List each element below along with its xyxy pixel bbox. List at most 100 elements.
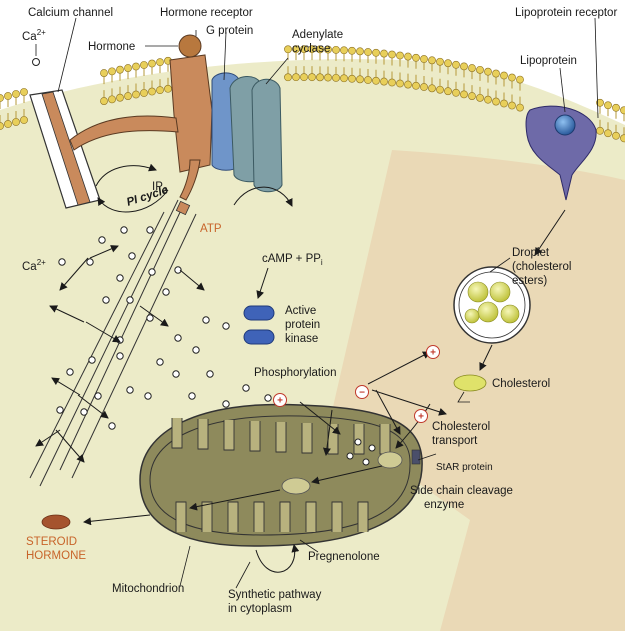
crista bbox=[198, 419, 208, 449]
lipid-head bbox=[620, 135, 625, 142]
lipid-head bbox=[604, 130, 611, 137]
pregnenolone-molecule bbox=[282, 478, 310, 494]
lipid-head bbox=[4, 120, 11, 127]
lipid-head bbox=[436, 58, 443, 65]
lipid-head bbox=[428, 85, 435, 92]
lipid-head bbox=[380, 50, 387, 57]
label-steroid-hormone-line2: HORMONE bbox=[26, 550, 86, 562]
lipid-head bbox=[436, 86, 443, 93]
lipid-head bbox=[420, 55, 427, 62]
lipid-head bbox=[484, 96, 491, 103]
crista bbox=[250, 421, 260, 451]
calcium-ion bbox=[87, 259, 93, 265]
lipid-head bbox=[132, 91, 139, 98]
label-droplet-line2: (cholesterol bbox=[512, 261, 571, 273]
crista bbox=[380, 424, 390, 454]
label-side-chain-line2: enzyme bbox=[424, 499, 464, 511]
label-droplet-line1: Droplet bbox=[512, 247, 550, 259]
calcium-ion bbox=[207, 371, 213, 377]
label-camp: cAMP + PPi bbox=[262, 253, 323, 267]
label-lipoprotein: Lipoprotein bbox=[520, 55, 577, 67]
label-active-protein-kinase-line3: kinase bbox=[285, 333, 318, 345]
lipid-head bbox=[396, 52, 403, 59]
calcium-ion bbox=[89, 357, 95, 363]
lipid-head bbox=[612, 132, 619, 139]
calcium-ion bbox=[265, 395, 271, 401]
lipid-head bbox=[380, 78, 387, 85]
lipid-head bbox=[460, 91, 467, 98]
lipid-head bbox=[292, 74, 299, 81]
label-hormone-receptor: Hormone receptor bbox=[160, 7, 253, 19]
lipid-head bbox=[484, 68, 491, 75]
label-adenylate-cyclase-line2: cyclase bbox=[292, 43, 330, 55]
crista bbox=[202, 502, 212, 532]
lipid-head bbox=[100, 97, 107, 104]
crista bbox=[306, 502, 316, 532]
lipoprotein-particle bbox=[555, 115, 575, 135]
label-pregnenolone: Pregnenolone bbox=[308, 551, 380, 563]
label-calcium-channel: Calcium channel bbox=[28, 7, 113, 19]
lipid-head bbox=[340, 47, 347, 54]
lipid-head bbox=[428, 57, 435, 64]
lipid-head bbox=[4, 92, 11, 99]
lipid-head bbox=[356, 76, 363, 83]
calcium-ion bbox=[117, 275, 123, 281]
lipid-head bbox=[412, 54, 419, 61]
label-active-protein-kinase-line2: protein bbox=[285, 319, 320, 331]
crista bbox=[358, 502, 368, 532]
calcium-ion bbox=[109, 423, 115, 429]
lipid-head bbox=[508, 102, 515, 109]
lipid-head bbox=[412, 82, 419, 89]
lipid-head bbox=[12, 118, 19, 125]
lipid-head bbox=[596, 127, 603, 134]
svg-text:−: − bbox=[359, 388, 365, 399]
lipid-head bbox=[340, 75, 347, 82]
label-mitochondrion: Mitochondrion bbox=[112, 583, 184, 595]
lipid-head bbox=[108, 68, 115, 75]
calcium-ion bbox=[223, 323, 229, 329]
lipid-head bbox=[388, 51, 395, 58]
lipid-head bbox=[476, 66, 483, 73]
label-star-protein: StAR protein bbox=[436, 462, 493, 473]
calcium-ion bbox=[193, 347, 199, 353]
lipid-head bbox=[444, 88, 451, 95]
lipid-head bbox=[500, 72, 507, 79]
calcium-ion bbox=[67, 369, 73, 375]
crista bbox=[280, 502, 290, 532]
label-side-chain-line1: Side chain cleavage bbox=[410, 485, 513, 497]
mitochondrion bbox=[140, 404, 422, 546]
lipid-head bbox=[116, 66, 123, 73]
lipid-head bbox=[132, 63, 139, 70]
label-cholesterol-transport-line2: transport bbox=[432, 435, 478, 447]
calcium-ion bbox=[175, 335, 181, 341]
lipid-head bbox=[124, 64, 131, 71]
calcium-ion bbox=[121, 227, 127, 233]
crista bbox=[172, 418, 182, 448]
calcium-ion bbox=[243, 385, 249, 391]
calcium-ion bbox=[117, 337, 123, 343]
label-adenylate-cyclase-line1: Adenylate bbox=[292, 29, 343, 41]
calcium-ion bbox=[147, 227, 153, 233]
lipid-head bbox=[156, 59, 163, 66]
lipid-head bbox=[388, 79, 395, 86]
lipid-head bbox=[356, 48, 363, 55]
crista bbox=[228, 502, 238, 532]
lipid-head bbox=[308, 74, 315, 81]
lipid-head bbox=[20, 116, 27, 123]
calcium-ion bbox=[59, 259, 65, 265]
label-cholesterol-transport-line1: Cholesterol bbox=[432, 421, 490, 433]
lipid-head bbox=[420, 83, 427, 90]
label-cholesterol: Cholesterol bbox=[492, 378, 550, 390]
lipid-head bbox=[12, 90, 19, 97]
lipid-head bbox=[452, 89, 459, 96]
lipid-head bbox=[148, 60, 155, 67]
lipid-head bbox=[372, 49, 379, 56]
label-steroid-hormone-line1: STEROID bbox=[26, 536, 77, 548]
lipid-head bbox=[332, 74, 339, 81]
lipid-head bbox=[364, 48, 371, 55]
lipid-head bbox=[140, 61, 147, 68]
label-atp: ATP bbox=[200, 223, 222, 235]
label-droplet-line3: esters) bbox=[512, 275, 547, 287]
label-g-protein: G protein bbox=[206, 25, 253, 37]
lipid-head bbox=[604, 102, 611, 109]
